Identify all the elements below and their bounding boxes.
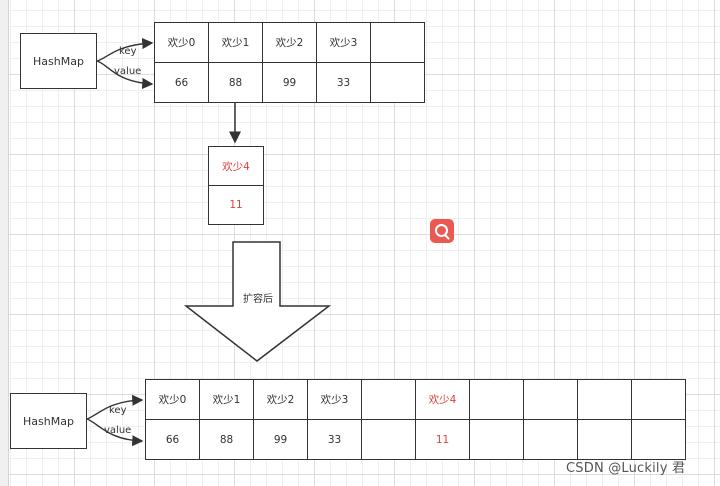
bottom-value-cell: 33 [307, 419, 362, 460]
top-value-label: value [114, 66, 142, 77]
top-value-arrow [96, 60, 154, 90]
bottom-value-cell [577, 419, 632, 460]
top-value-row: 66 88 99 33 [154, 62, 425, 103]
bottom-value-cell [631, 419, 686, 460]
bottom-key-arrow [86, 394, 144, 420]
top-key-cell: 欢少1 [208, 22, 263, 63]
resize-label: 扩容后 [243, 294, 273, 305]
resize-big-arrow [183, 241, 332, 362]
bottom-bucket-array: 欢少0 欢少1 欢少2 欢少3 欢少4 66 88 99 33 11 [145, 379, 686, 460]
bottom-value-cell [523, 419, 578, 460]
bottom-key-cell: 欢少4 [415, 379, 470, 420]
top-hashmap-box: HashMap [20, 33, 97, 89]
top-hashmap-label: HashMap [33, 54, 84, 68]
top-value-cell: 99 [262, 62, 317, 103]
bottom-key-cell [361, 379, 416, 420]
chain-value-cell: 11 [208, 185, 264, 225]
top-value-cell [370, 62, 425, 103]
top-key-cell: 欢少2 [262, 22, 317, 63]
bottom-key-cell: 欢少2 [253, 379, 308, 420]
bottom-value-cell [361, 419, 416, 460]
left-edge-bar [0, 0, 9, 486]
bottom-key-row: 欢少0 欢少1 欢少2 欢少3 欢少4 [145, 379, 686, 420]
bottom-value-row: 66 88 99 33 11 [145, 419, 686, 460]
bottom-key-cell [577, 379, 632, 420]
bottom-value-cell: 11 [415, 419, 470, 460]
top-value-cell: 88 [208, 62, 263, 103]
chain-node: 欢少4 11 [208, 146, 264, 225]
top-key-cell: 欢少3 [316, 22, 371, 63]
bottom-value-arrow [86, 418, 144, 447]
bottom-value-cell: 88 [199, 419, 254, 460]
bottom-value-cell: 66 [145, 419, 200, 460]
bottom-key-cell: 欢少1 [199, 379, 254, 420]
bottom-key-cell [631, 379, 686, 420]
search-icon[interactable] [430, 219, 454, 243]
bottom-value-cell: 99 [253, 419, 308, 460]
bottom-hashmap-box: HashMap [10, 393, 87, 449]
top-key-arrow [96, 37, 154, 62]
bottom-hashmap-label: HashMap [23, 414, 74, 428]
bottom-key-cell [469, 379, 524, 420]
top-value-cell: 33 [316, 62, 371, 103]
top-key-label: key [119, 46, 137, 57]
bottom-value-cell [469, 419, 524, 460]
chain-key-cell: 欢少4 [208, 146, 264, 186]
bottom-key-cell: 欢少0 [145, 379, 200, 420]
watermark: CSDN @Luckily 君 [566, 461, 686, 476]
top-value-cell: 66 [154, 62, 209, 103]
top-key-cell [370, 22, 425, 63]
top-key-cell: 欢少0 [154, 22, 209, 63]
bottom-key-cell: 欢少3 [307, 379, 362, 420]
bottom-key-label: key [109, 405, 127, 416]
bottom-key-cell [523, 379, 578, 420]
top-key-row: 欢少0 欢少1 欢少2 欢少3 [154, 22, 425, 63]
bottom-value-label: value [104, 425, 132, 436]
top-bucket-array: 欢少0 欢少1 欢少2 欢少3 66 88 99 33 [154, 22, 425, 103]
